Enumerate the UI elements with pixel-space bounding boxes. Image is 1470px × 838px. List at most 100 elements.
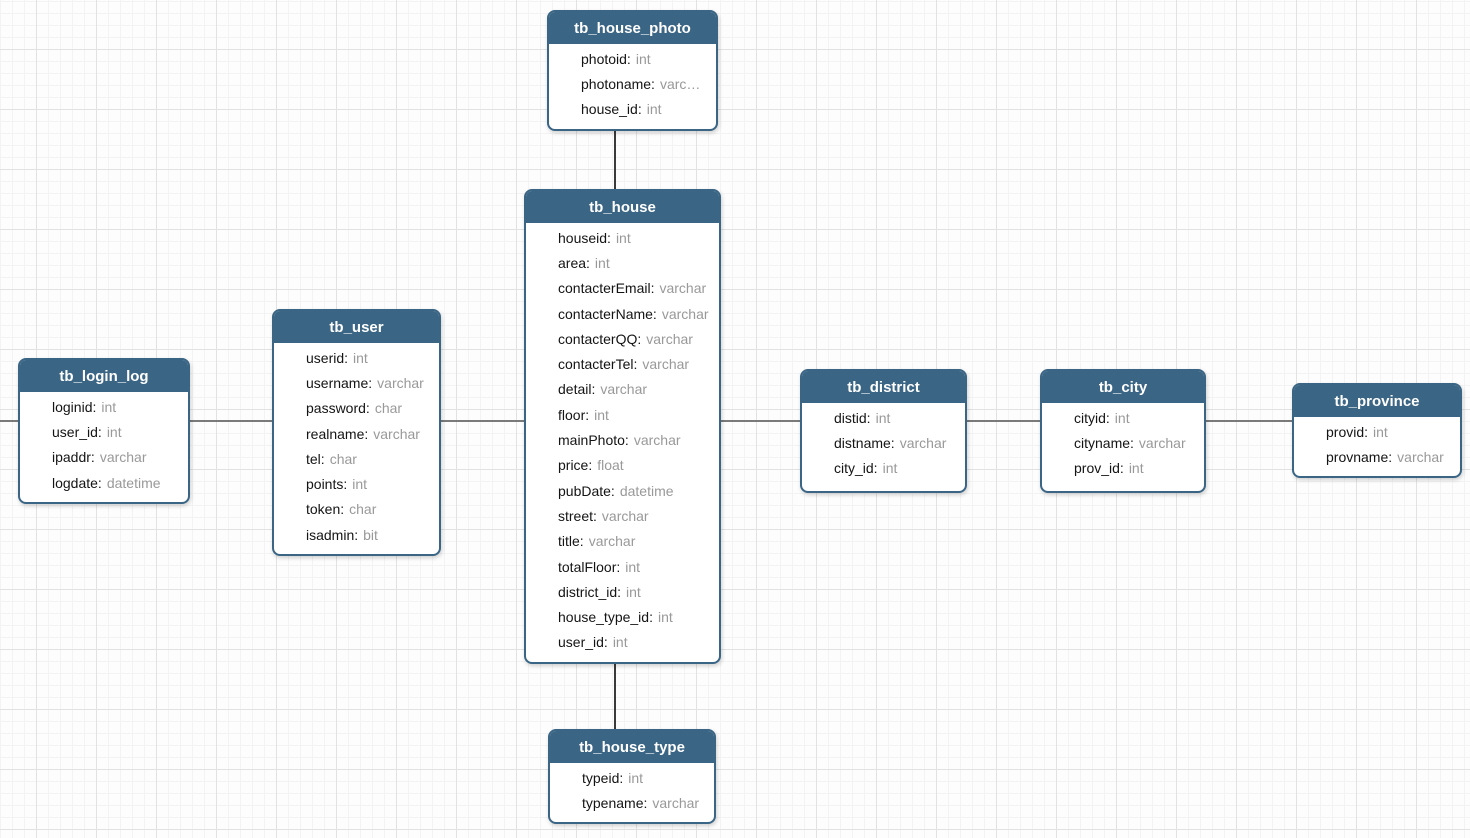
field-row[interactable]: typename: varchar: [550, 790, 714, 815]
field-name: price:: [558, 457, 593, 474]
field-row[interactable]: house_type_id: int: [526, 604, 719, 629]
field-row[interactable]: mainPhoto: varchar: [526, 427, 719, 452]
field-row[interactable]: pubDate: datetime: [526, 478, 719, 503]
entity-body: photoid: int photoname: varc… house_id: …: [549, 44, 716, 122]
field-name: district_id:: [558, 583, 622, 600]
field-row[interactable]: contacterEmail: varchar: [526, 276, 719, 301]
field-row[interactable]: typeid: int: [550, 765, 714, 790]
field-name: logdate:: [52, 474, 102, 491]
field-type: varchar: [661, 305, 709, 322]
field-row[interactable]: detail: varchar: [526, 377, 719, 402]
field-row[interactable]: contacterTel: varchar: [526, 351, 719, 376]
table-tb_house_photo[interactable]: tb_house_photo photoid: int photoname: v…: [547, 10, 718, 131]
field-row[interactable]: price: float: [526, 453, 719, 478]
table-tb_city[interactable]: tb_city cityid: int cityname: varchar pr…: [1040, 369, 1206, 493]
field-type: varchar: [601, 507, 649, 524]
field-row[interactable]: logdate: datetime: [20, 470, 188, 495]
field-name: provid:: [1326, 423, 1369, 440]
field-name: contacterTel:: [558, 356, 638, 373]
field-row[interactable]: contacterQQ: varchar: [526, 326, 719, 351]
field-name: username:: [306, 374, 373, 391]
entity-header[interactable]: tb_province: [1294, 385, 1460, 417]
entity-body: distid: int distname: varchar city_id: i…: [802, 403, 965, 481]
field-name: photoname:: [581, 75, 655, 92]
entity-title: tb_login_log: [59, 367, 149, 385]
entity-header[interactable]: tb_login_log: [20, 360, 188, 392]
field-row[interactable]: cityid: int: [1042, 405, 1204, 430]
field-name: cityname:: [1074, 434, 1134, 451]
entity-body: loginid: int user_id: int ipaddr: varcha…: [20, 392, 188, 495]
entity-body: provid: int provname: varchar: [1294, 417, 1460, 470]
field-row[interactable]: token: char: [274, 497, 439, 522]
entity-header[interactable]: tb_city: [1042, 371, 1204, 403]
field-type: varchar: [373, 425, 420, 442]
field-name: provname:: [1326, 448, 1393, 465]
field-row[interactable]: ipaddr: varchar: [20, 445, 188, 470]
entity-title: tb_user: [329, 318, 384, 336]
field-type: char: [349, 501, 377, 518]
field-name: area:: [558, 254, 590, 271]
table-tb_house_type[interactable]: tb_house_type typeid: int typename: varc…: [548, 729, 716, 824]
field-row[interactable]: distid: int: [802, 405, 965, 430]
field-type: int: [594, 254, 610, 271]
entity-header[interactable]: tb_district: [802, 371, 965, 403]
field-row[interactable]: password: char: [274, 396, 439, 421]
entity-header[interactable]: tb_user: [274, 311, 439, 343]
entity-body: typeid: int typename: varchar: [550, 763, 714, 816]
field-name: distname:: [834, 434, 895, 451]
field-row[interactable]: userid: int: [274, 345, 439, 370]
field-type: varchar: [633, 432, 681, 449]
field-type: varc…: [659, 75, 701, 92]
field-row[interactable]: points: int: [274, 471, 439, 496]
field-row[interactable]: city_id: int: [802, 456, 965, 481]
field-row[interactable]: username: varchar: [274, 370, 439, 395]
field-row[interactable]: floor: int: [526, 402, 719, 427]
field-type: int: [1114, 409, 1130, 426]
field-row[interactable]: provid: int: [1294, 419, 1460, 444]
field-type: int: [1373, 423, 1388, 440]
field-name: cityid:: [1074, 409, 1110, 426]
field-row[interactable]: photoid: int: [549, 46, 716, 71]
field-row[interactable]: photoname: varc…: [549, 71, 716, 96]
field-name: userid:: [306, 349, 349, 366]
field-row[interactable]: area: int: [526, 250, 719, 275]
field-row[interactable]: cityname: varchar: [1042, 430, 1204, 455]
field-type: int: [625, 558, 641, 575]
entity-header[interactable]: tb_house_photo: [549, 12, 716, 44]
field-row[interactable]: totalFloor: int: [526, 554, 719, 579]
field-row[interactable]: user_id: int: [526, 630, 719, 655]
field-row[interactable]: isadmin: bit: [274, 522, 439, 547]
field-name: houseid:: [558, 229, 611, 246]
field-type: int: [106, 423, 122, 440]
field-row[interactable]: contacterName: varchar: [526, 301, 719, 326]
field-row[interactable]: user_id: int: [20, 419, 188, 444]
field-row[interactable]: title: varchar: [526, 529, 719, 554]
field-row[interactable]: houseid: int: [526, 225, 719, 250]
table-tb_house[interactable]: tb_house houseid: int area: int contacte…: [524, 189, 721, 664]
entity-header[interactable]: tb_house: [526, 191, 719, 223]
field-name: title:: [558, 533, 584, 550]
field-row[interactable]: realname: varchar: [274, 421, 439, 446]
field-name: detail:: [558, 381, 596, 398]
field-row[interactable]: prov_id: int: [1042, 456, 1204, 481]
field-row[interactable]: district_id: int: [526, 579, 719, 604]
field-row[interactable]: loginid: int: [20, 394, 188, 419]
field-row[interactable]: provname: varchar: [1294, 444, 1460, 469]
field-name: ipaddr:: [52, 449, 95, 466]
field-name: isadmin:: [306, 526, 359, 543]
table-tb_province[interactable]: tb_province provid: int provname: varcha…: [1292, 383, 1462, 478]
table-tb_user[interactable]: tb_user userid: int username: varchar pa…: [272, 309, 441, 556]
table-tb_login_log[interactable]: tb_login_log loginid: int user_id: int i…: [18, 358, 190, 504]
field-type: datetime: [619, 482, 674, 499]
field-type: int: [101, 398, 117, 415]
table-tb_district[interactable]: tb_district distid: int distname: varcha…: [800, 369, 967, 493]
field-row[interactable]: house_id: int: [549, 97, 716, 122]
field-type: int: [646, 101, 662, 118]
field-row[interactable]: street: varchar: [526, 503, 719, 528]
field-name: house_id:: [581, 101, 642, 118]
field-row[interactable]: tel: char: [274, 446, 439, 471]
field-row[interactable]: distname: varchar: [802, 430, 965, 455]
field-name: street:: [558, 507, 597, 524]
entity-header[interactable]: tb_house_type: [550, 731, 714, 763]
